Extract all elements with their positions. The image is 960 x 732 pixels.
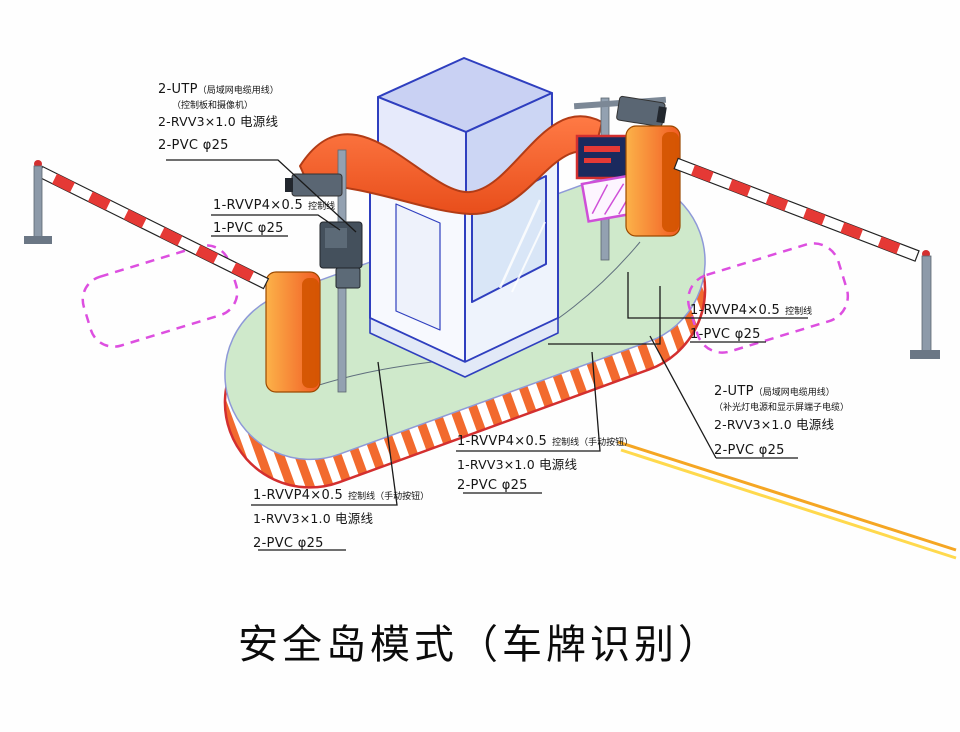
callout-leader-lines (166, 159, 808, 551)
cable-spec-line: 2-RVV3×1.0 电源线 (158, 114, 279, 129)
cable-spec-line: 1-RVVP4×0.5 控制线（手动按钮） (457, 429, 633, 454)
cable-note: 控制线 (308, 202, 336, 212)
conduit-spec-line: 2-PVC φ25 (253, 536, 324, 551)
led-display-screen (575, 134, 631, 180)
cable-spec-line: 1-RVV3×1.0 电源线 (253, 511, 374, 526)
vehicle-position-right (686, 242, 850, 354)
diagram-title: 安全岛模式（车牌识别） (238, 622, 722, 668)
cable-spec-line: 1-RVVP4×0.5 控制线 (690, 298, 812, 323)
conduit-spec-line: 2-PVC φ25 (158, 138, 229, 153)
right-arm-support-pole (910, 250, 940, 359)
left-barrier-cabinet (265, 271, 321, 393)
left-barrier-arm (36, 165, 270, 290)
cable-code: 1-RVVP4×0.5 (457, 434, 548, 449)
callout-left-pole-cables: 1-RVVP4×0.5 控制线 1-PVC φ25 (213, 193, 335, 239)
right-camera-pole (573, 95, 667, 261)
cable-note: 控制线 (785, 307, 813, 317)
control-box-panel (325, 228, 347, 248)
callout-right-gate-cables: 1-RVVP4×0.5 控制线 1-PVC φ25 (690, 298, 812, 347)
callout-booth-cables: 2-UTP（局域网电缆用线） （控制板和摄像机） 2-RVV3×1.0 电源线 … (158, 80, 279, 153)
cable-code: 2-UTP (714, 384, 754, 399)
cable-note: 控制线（手动按钮） (348, 492, 430, 502)
cable-note: 控制线（手动按钮） (552, 438, 634, 448)
cable-note: （补光灯电源和显示屏端子电缆） (714, 403, 850, 413)
cable-spec-line: 2-UTP（局域网电缆用线） (158, 80, 279, 99)
vehicle-position-left (81, 244, 239, 348)
conduit-spec-line: 1-PVC φ25 (690, 327, 761, 342)
cable-code: 1-RVVP4×0.5 (253, 488, 344, 503)
left-camera-pole (285, 149, 363, 393)
callout-center-gate-cables: 1-RVVP4×0.5 控制线（手动按钮） 1-RVV3×1.0 电源线 2-P… (457, 429, 633, 496)
cable-spec-line: 1-RVV3×1.0 电源线 (457, 457, 578, 472)
left-arm-support-pole (24, 160, 52, 244)
cable-code: 1-RVVP4×0.5 (690, 303, 781, 318)
booth-base-skirt (369, 317, 559, 378)
cable-spec-line: 2-UTP（局域网电缆用线） (714, 382, 849, 401)
right-barrier-cabinet (625, 125, 681, 237)
conduit-spec-line: 2-PVC φ25 (457, 478, 528, 493)
conduit-spec-line: 2-PVC φ25 (714, 443, 785, 458)
booth-canopy (299, 115, 603, 216)
callout-display-cables: 2-UTP（局域网电缆用线） （补光灯电源和显示屏端子电缆） 2-RVV3×1.… (714, 382, 849, 458)
booth-door (395, 203, 441, 331)
callout-left-gate-cables: 1-RVVP4×0.5 控制线（手动按钮） 1-RVV3×1.0 电源线 2-P… (253, 483, 429, 554)
lpr-camera-right (616, 95, 667, 127)
road-edge-line (617, 440, 957, 560)
cable-note: （局域网电缆用线） (197, 86, 279, 96)
cable-spec-line: 2-RVV3×1.0 电源线 (714, 417, 835, 432)
cable-note: （控制板和摄像机） (172, 101, 254, 111)
right-barrier-arm (673, 157, 920, 262)
conduit-spec-line: 1-PVC φ25 (213, 221, 284, 236)
cable-code: 1-RVVP4×0.5 (213, 198, 304, 213)
cable-code: 2-UTP (158, 82, 198, 97)
cable-note: （局域网电缆用线） (753, 388, 835, 398)
cable-spec-line: 1-RVVP4×0.5 控制线 (213, 193, 335, 218)
pole-junction-box (335, 267, 361, 289)
cable-spec-line: 1-RVVP4×0.5 控制线（手动按钮） (253, 483, 429, 508)
